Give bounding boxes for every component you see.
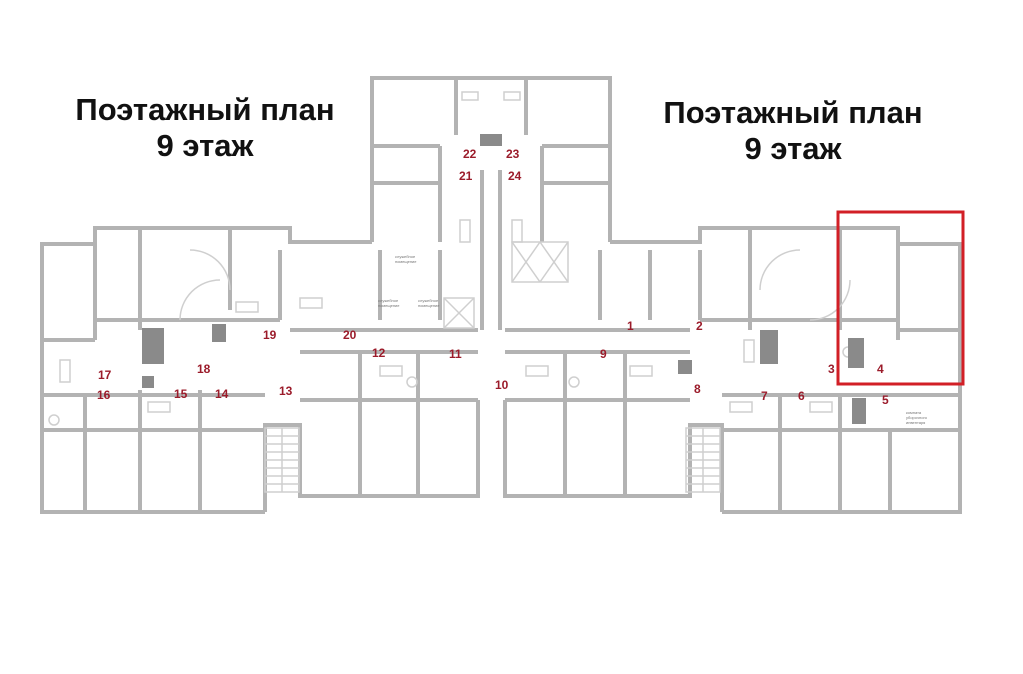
apartment-number: 2 (696, 319, 703, 333)
apartment-number: 16 (97, 388, 111, 402)
apartment-number: 7 (761, 389, 768, 403)
apartment-number: 6 (798, 389, 805, 403)
apartment-number: 10 (495, 378, 509, 392)
apartment-number: 4 (877, 362, 884, 376)
apartment-number: 24 (508, 169, 522, 183)
apartment-number: 15 (174, 387, 188, 401)
apartment-number: 5 (882, 393, 889, 407)
floor-plan-title-left: Поэтажный план 9 этаж (40, 92, 370, 164)
apartment-number: 13 (279, 384, 293, 398)
plan-walls (40, 76, 962, 514)
svg-text:помещение: помещение (378, 303, 400, 308)
title-line-2: 9 этаж (744, 131, 842, 166)
room-labels: служебное помещение служебное помещение … (378, 254, 928, 425)
apartment-number: 9 (600, 347, 607, 361)
svg-text:служебное: служебное (378, 298, 399, 303)
plan-shafts (142, 134, 866, 424)
apartment-numbers: 1 2 3 4 5 6 7 8 9 10 11 12 13 14 15 16 1… (97, 147, 889, 407)
svg-text:уборочного: уборочного (906, 415, 928, 420)
svg-text:служебное: служебное (395, 254, 416, 259)
title-line-1: Поэтажный план (75, 92, 335, 127)
highlighted-apartment-frame (836, 210, 965, 386)
title-line-1: Поэтажный план (663, 95, 923, 130)
apartment-number: 8 (694, 382, 701, 396)
title-line-2: 9 этаж (156, 128, 254, 163)
svg-text:помещение: помещение (418, 303, 440, 308)
apartment-number: 1 (627, 319, 634, 333)
apartment-number: 11 (449, 347, 462, 361)
apartment-number: 3 (828, 362, 835, 376)
apartment-number: 22 (463, 147, 477, 161)
floor-plan-title-right: Поэтажный план 9 этаж (628, 95, 958, 167)
svg-text:комната: комната (906, 410, 922, 415)
apartment-number: 18 (197, 362, 211, 376)
apartment-number: 12 (372, 346, 386, 360)
apartment-number: 23 (506, 147, 520, 161)
plan-details (48, 91, 854, 493)
apartment-number: 21 (459, 169, 473, 183)
svg-text:помещение: помещение (395, 259, 417, 264)
apartment-number: 14 (215, 387, 229, 401)
apartment-number: 19 (263, 328, 277, 342)
apartment-number: 20 (343, 328, 357, 342)
apartment-number: 17 (98, 368, 112, 382)
svg-text:служебное: служебное (418, 298, 439, 303)
svg-text:инвентаря: инвентаря (906, 420, 925, 425)
